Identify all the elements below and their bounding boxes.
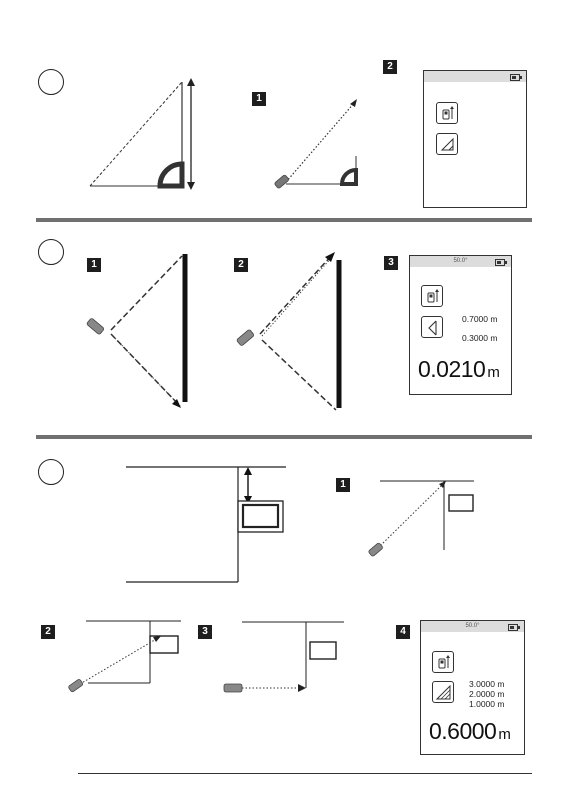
result-number: 0.0210 (418, 356, 485, 382)
section-1-marker (38, 69, 64, 95)
measured-value-2: 2.0000 m (469, 689, 504, 699)
step-3-badge: 3 (384, 256, 398, 270)
height-measure-step-figure (270, 96, 370, 196)
result-unit: m (487, 364, 499, 381)
measured-value-3: 1.0000 m (469, 699, 504, 709)
distance-mode-icon (421, 285, 443, 307)
distance-mode-icon (436, 102, 458, 124)
measured-value-1: 0.7000 m (462, 314, 497, 324)
distance-mode-icon (432, 651, 454, 673)
battery-icon (508, 624, 518, 631)
step-1-badge: 1 (336, 478, 350, 492)
result-unit: m (498, 726, 510, 743)
section-divider (36, 435, 532, 439)
section-divider (36, 218, 532, 222)
result-number: 0.6000 (429, 718, 496, 744)
section-2-marker (38, 239, 64, 265)
step-2-badge: 2 (41, 625, 55, 639)
measured-value-1: 3.0000 m (469, 679, 504, 689)
step-4-badge: 4 (396, 625, 410, 639)
trapezoid-step-1-figure (366, 478, 476, 568)
footer-rule (78, 773, 532, 774)
trapezoid-step-3-figure (222, 618, 347, 698)
height-triangle-figure (85, 78, 215, 193)
step-1-badge: 1 (252, 92, 266, 106)
section-3-marker (38, 459, 64, 485)
battery-icon (495, 259, 505, 266)
trapezoid-overview-figure (124, 465, 289, 590)
triangle-height-icon (436, 133, 458, 155)
step-2-badge: 2 (383, 60, 397, 74)
trapezoid-step-2-figure (64, 618, 184, 698)
device-screen-1 (423, 70, 527, 208)
angle-triangle-icon (421, 316, 443, 338)
measured-value-2: 0.3000 m (462, 333, 497, 343)
step-3-badge: 3 (198, 625, 212, 639)
battery-icon (510, 74, 520, 81)
triangle-height-icon (432, 681, 454, 703)
wall-measure-step-2-figure (232, 252, 347, 412)
wall-measure-step-1-figure (84, 252, 194, 407)
